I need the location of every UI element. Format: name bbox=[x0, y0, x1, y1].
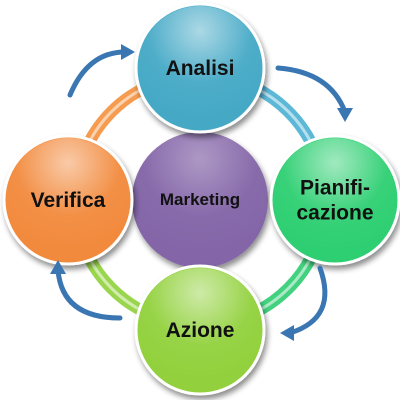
cycle-arrow-head bbox=[50, 260, 66, 274]
center-label: Marketing bbox=[160, 190, 240, 209]
node-pianificazione: Pianifi-cazione bbox=[269, 134, 400, 266]
node-verifica: Verifica bbox=[2, 134, 134, 266]
node-label-analisi: Analisi bbox=[166, 57, 235, 80]
center-circle: Marketing bbox=[132, 132, 268, 268]
cycle-arrow-shaft bbox=[67, 49, 128, 98]
center-circle-gloss bbox=[132, 132, 268, 268]
node-label-pianificazione: Pianifi-cazione bbox=[296, 177, 373, 225]
cycle-arrows bbox=[50, 44, 353, 341]
node-gloss-verifica bbox=[6, 138, 130, 262]
cycle-arrow-shaft bbox=[275, 65, 348, 115]
cycle-arrow-shaft bbox=[55, 267, 123, 321]
node-gloss-pianificazione bbox=[273, 138, 397, 262]
cycle-arrow-head bbox=[121, 44, 135, 60]
cycle-arrow-head bbox=[337, 108, 353, 122]
cycle-arrow bbox=[280, 265, 328, 341]
node-analisi: Analisi bbox=[134, 2, 266, 134]
cycle-arrow-head bbox=[280, 325, 294, 341]
node-label-verifica: Verifica bbox=[31, 189, 106, 212]
node-azione: Azione bbox=[134, 264, 266, 396]
cycle-arrow-shaft bbox=[287, 265, 328, 336]
node-label-azione: Azione bbox=[166, 319, 235, 342]
cycle-arrow bbox=[50, 260, 123, 321]
node-gloss-analisi bbox=[138, 6, 262, 130]
node-gloss-azione bbox=[138, 268, 262, 392]
cycle-arrow bbox=[275, 65, 353, 122]
cycle-arrow bbox=[67, 44, 135, 98]
